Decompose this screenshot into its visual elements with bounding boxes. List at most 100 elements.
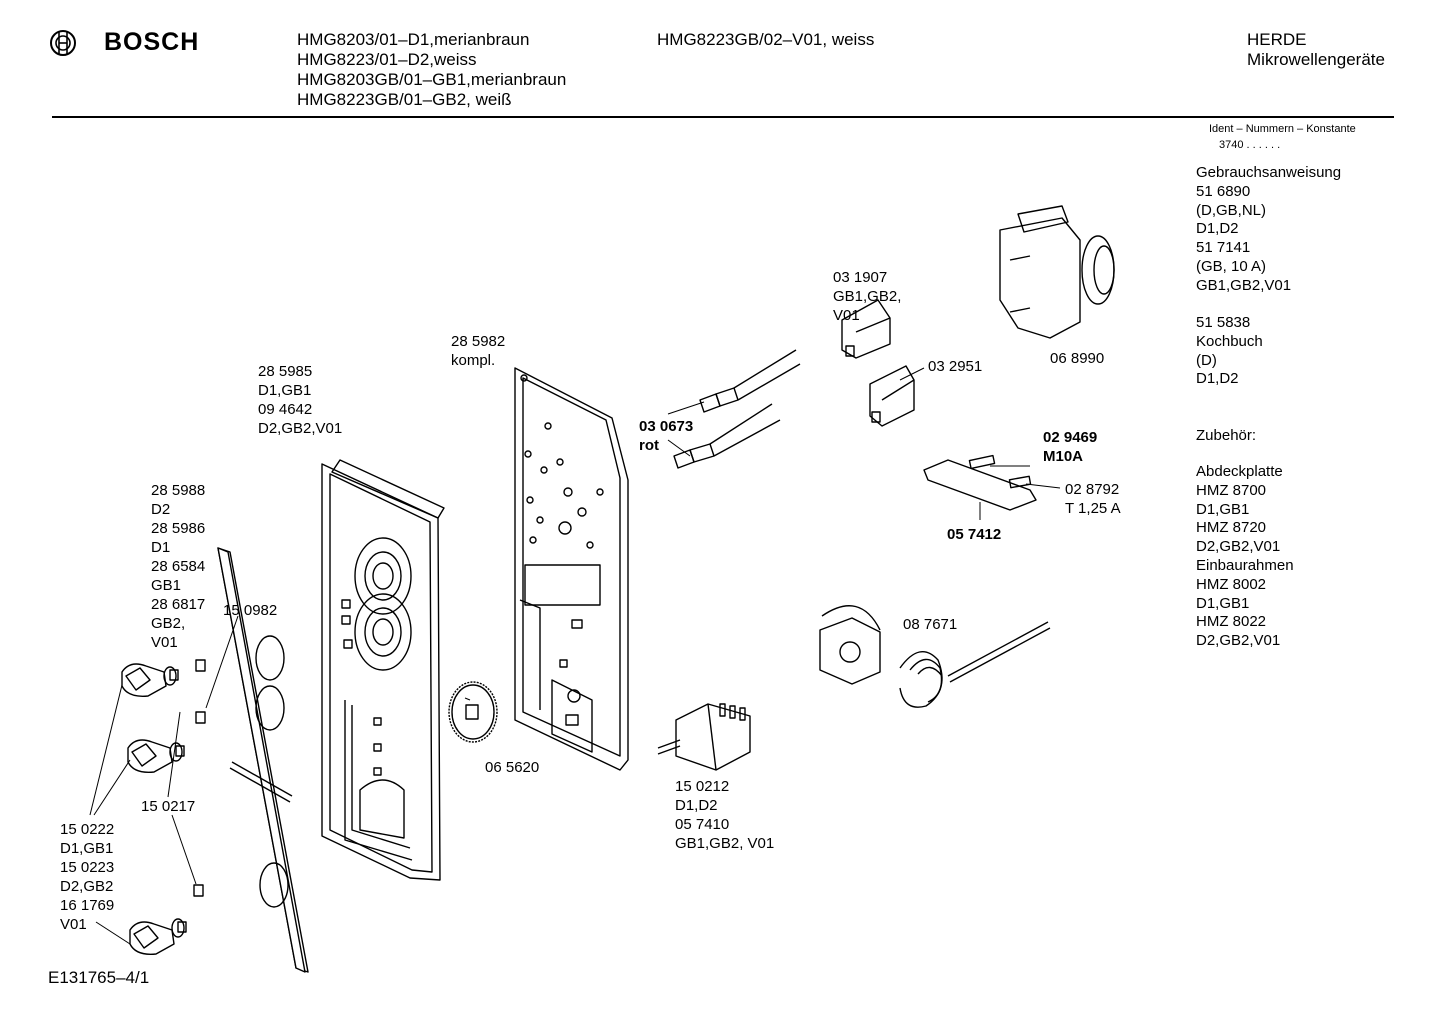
sidebar-line: D1,GB1 — [1196, 594, 1250, 612]
label-cover-plate: 28 5988 D2 28 5986 D1 28 6584 GB1 28 681… — [151, 481, 205, 652]
sidebar-line: GB1,GB2,V01 — [1196, 276, 1292, 294]
label-line: D2,GB2 — [60, 878, 114, 895]
knob-middle — [127, 739, 185, 773]
sidebar-line: D1,D2 — [1196, 220, 1239, 238]
model-right: HMG8223GB/02–V01, weiss — [657, 30, 875, 49]
category: HERDE Mikrowellengeräte — [1247, 30, 1385, 70]
cable-connectors — [673, 349, 801, 469]
label-line: D1 — [151, 539, 171, 556]
sidebar-line: D2,GB2,V01 — [1196, 632, 1281, 650]
label-line: 28 5982 — [451, 333, 506, 350]
sidebar-line: D1,D2 — [1196, 370, 1239, 388]
sidebar-line: HMZ 8720 — [1196, 519, 1267, 537]
leader-lines — [89, 367, 1061, 945]
label-line: 28 6584 — [151, 558, 206, 575]
label-pin: 15 0217 — [141, 798, 196, 815]
sidebar-line: Kochbuch — [1196, 332, 1263, 350]
sidebar-line: 51 6890 — [1196, 182, 1251, 200]
label-base-plate: 28 5982 kompl. — [451, 332, 505, 370]
label-line: GB1 — [151, 577, 182, 594]
label-line: GB1,GB2, — [833, 288, 902, 305]
label-selector-switch: 15 0212 D1,D2 05 7410 GB1,GB2, V01 — [675, 777, 774, 853]
model-line: HMG8203/01–D1,merianbraun — [297, 30, 530, 49]
sidebar-line: (D) — [1196, 351, 1217, 369]
bosch-logo — [48, 28, 78, 63]
sidebar-line: Gebrauchsanweisung — [1196, 164, 1342, 181]
label-fuse-t125: 02 8792 T 1,25 A — [1065, 480, 1121, 518]
label-line: 16 1769 — [60, 897, 115, 914]
label-spring-pin: 15 0982 — [223, 602, 278, 619]
sidebar-block-accessories: Abdeckplatte HMZ 8700 D1,GB1 HMZ 8720 D2… — [1196, 463, 1294, 651]
label-line: 28 5988 — [151, 482, 206, 499]
label-connector: 03 0673 rot — [639, 417, 693, 455]
model-list: HMG8203/01–D1,merianbraun HMG8223/01–D2,… — [297, 30, 566, 110]
label-thermostat: 08 7671 — [903, 616, 958, 633]
sidebar-line: D2,GB2,V01 — [1196, 538, 1281, 556]
sidebar-block-manual: Gebrauchsanweisung 51 6890 (D,GB,NL) D1,… — [1196, 164, 1341, 296]
sidebar-line: 51 5838 — [1196, 314, 1251, 331]
label-line: 15 0222 — [60, 821, 115, 838]
cover-plate — [217, 547, 309, 973]
label-gear-wheel: 06 5620 — [485, 759, 540, 776]
sidebar-line: (GB, 10 A) — [1196, 257, 1267, 275]
label-line: M10A — [1043, 448, 1084, 465]
label-line: 03 0673 — [639, 418, 694, 435]
label-line: rot — [639, 437, 659, 454]
knob-top — [121, 663, 179, 697]
label-line: 05 7410 — [675, 816, 730, 833]
label-line: D1,GB1 — [258, 382, 312, 399]
label-line: T 1,25 A — [1065, 500, 1121, 517]
drawing-id: E131765–4/1 — [48, 968, 150, 987]
base-plate — [514, 367, 629, 771]
label-line: GB2, — [151, 615, 186, 632]
selector-switch — [657, 703, 751, 771]
label-control-frame: 28 5985 D1,GB1 09 4642 D2,GB2,V01 — [258, 362, 342, 438]
ident-title: Ident – Nummern – Konstante — [1209, 123, 1356, 135]
sidebar-line: Abdeckplatte — [1196, 463, 1283, 480]
ident-value: 3740 . . . . . . — [1219, 139, 1281, 151]
label-knobs: 15 0222 D1,GB1 15 0223 D2,GB2 16 1769 V0… — [60, 820, 114, 934]
label-line: V01 — [833, 307, 860, 324]
model-line: HMG8223/01–D2,weiss — [297, 50, 477, 69]
brand-name: BOSCH — [104, 28, 200, 56]
label-microswitch-lower: 03 2951 — [928, 358, 983, 375]
category-line: HERDE — [1247, 30, 1307, 49]
category-line: Mikrowellengeräte — [1247, 50, 1385, 69]
label-fuse-m10a: 02 9469 M10A — [1043, 428, 1097, 466]
model-line: HMG8203GB/01–GB1,merianbraun — [297, 70, 567, 89]
timer-motor — [999, 205, 1115, 339]
sidebar-line: 51 7141 — [1196, 239, 1251, 257]
sidebar-line: (D,GB,NL) — [1196, 201, 1267, 219]
control-frame — [321, 459, 445, 881]
label-line: kompl. — [451, 352, 496, 369]
label-line: 15 0223 — [60, 859, 115, 876]
label-line: 02 8792 — [1065, 481, 1120, 498]
label-line: 09 4642 — [258, 401, 313, 418]
header-rule — [52, 116, 1394, 118]
knob-bottom — [129, 918, 187, 955]
microswitch-lower — [869, 365, 915, 427]
gear-wheel — [448, 681, 498, 743]
model-line: HMG8223GB/01–GB2, weiß — [297, 90, 512, 109]
sidebar-line: D1,GB1 — [1196, 500, 1250, 518]
label-line: 15 0212 — [675, 778, 730, 795]
label-line: D2 — [151, 501, 171, 518]
label-microswitch-upper: 03 1907 GB1,GB2, V01 — [833, 268, 901, 325]
thermostat — [819, 605, 1051, 708]
spring-pins — [193, 659, 206, 897]
fuse-holder — [923, 454, 1037, 511]
sidebar-line: HMZ 8002 — [1196, 575, 1267, 593]
label-line: 28 6817 — [151, 596, 206, 613]
label-line: D2,GB2,V01 — [258, 420, 343, 437]
label-line: GB1,GB2, V01 — [675, 835, 775, 852]
bosch-armature-icon — [50, 30, 76, 56]
label-line: 02 9469 — [1043, 429, 1098, 446]
microswitch-upper — [841, 299, 891, 359]
label-line: V01 — [60, 916, 87, 933]
sidebar-line: HMZ 8700 — [1196, 481, 1267, 499]
label-line: 28 5986 — [151, 520, 206, 537]
sidebar-accessories-title: Zubehör: — [1196, 427, 1257, 444]
label-line: D1,D2 — [675, 797, 718, 814]
label-line: V01 — [151, 634, 178, 651]
